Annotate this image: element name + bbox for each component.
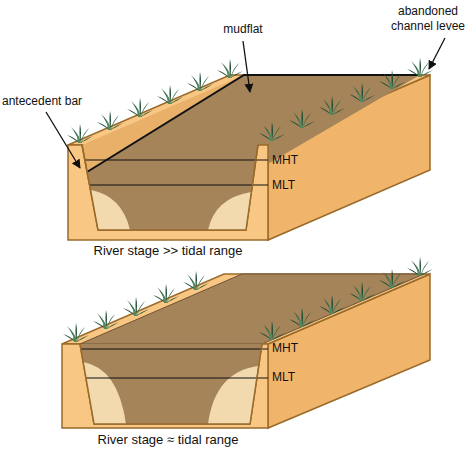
channel-outline bbox=[80, 344, 262, 424]
plant-tuft bbox=[379, 70, 405, 89]
plant-tuft bbox=[289, 308, 315, 327]
water-level-label: MLT bbox=[272, 370, 316, 385]
block-front-face bbox=[62, 344, 268, 428]
water-level-label: MHT bbox=[272, 341, 316, 356]
water-level-line bbox=[89, 184, 268, 185]
channel-outline bbox=[82, 145, 258, 230]
plant-tuft bbox=[319, 96, 345, 115]
plant-tuft bbox=[217, 59, 243, 78]
channel-mud-fill bbox=[87, 172, 254, 230]
plant-tuft bbox=[259, 122, 285, 141]
callout-label: abandoned channel levee bbox=[384, 4, 472, 34]
plant-tuft bbox=[183, 271, 209, 290]
plant-tuft bbox=[67, 124, 93, 143]
plant-tuft bbox=[157, 85, 183, 104]
leader-arrow bbox=[46, 112, 80, 168]
antecedent-bar bbox=[83, 362, 126, 424]
plant-tuft bbox=[97, 111, 123, 130]
plant-tuft bbox=[349, 282, 375, 301]
channel-mud-fill bbox=[80, 344, 262, 424]
block-top-surface bbox=[62, 274, 430, 344]
water-level-line bbox=[86, 377, 268, 378]
plant-tuft bbox=[127, 98, 153, 117]
plant-tuft bbox=[349, 83, 375, 102]
mudflat-edge bbox=[87, 75, 420, 172]
plant-tuft bbox=[153, 284, 179, 303]
mudflat-surface bbox=[87, 75, 420, 172]
vegetation bbox=[63, 257, 433, 342]
plant-tuft bbox=[379, 269, 405, 288]
panel-caption: River stage >> tidal range bbox=[48, 243, 288, 259]
leader-arrow bbox=[243, 41, 250, 92]
antecedent-bar bbox=[208, 366, 258, 424]
block-front-face bbox=[68, 145, 268, 240]
plant-tuft bbox=[63, 323, 89, 342]
water-level-label: MHT bbox=[272, 153, 316, 168]
antecedent-bar bbox=[208, 192, 251, 230]
callout-label: antecedent bar bbox=[2, 94, 98, 109]
leader-arrow bbox=[429, 38, 445, 69]
plant-tuft bbox=[123, 297, 149, 316]
plant-tuft bbox=[407, 257, 433, 276]
water-level-line bbox=[81, 348, 268, 349]
water-level-label: MLT bbox=[272, 178, 316, 193]
plant-tuft bbox=[93, 310, 119, 329]
mudflat-surface bbox=[80, 274, 424, 344]
plant-tuft bbox=[187, 72, 213, 91]
panel-caption: River stage ≈ tidal range bbox=[48, 432, 288, 448]
water-level-line bbox=[85, 159, 268, 160]
vegetation bbox=[67, 58, 433, 143]
plant-tuft bbox=[289, 109, 315, 128]
plant-tuft bbox=[319, 295, 345, 314]
callout-label: mudflat bbox=[218, 22, 268, 37]
plant-tuft bbox=[259, 321, 285, 340]
